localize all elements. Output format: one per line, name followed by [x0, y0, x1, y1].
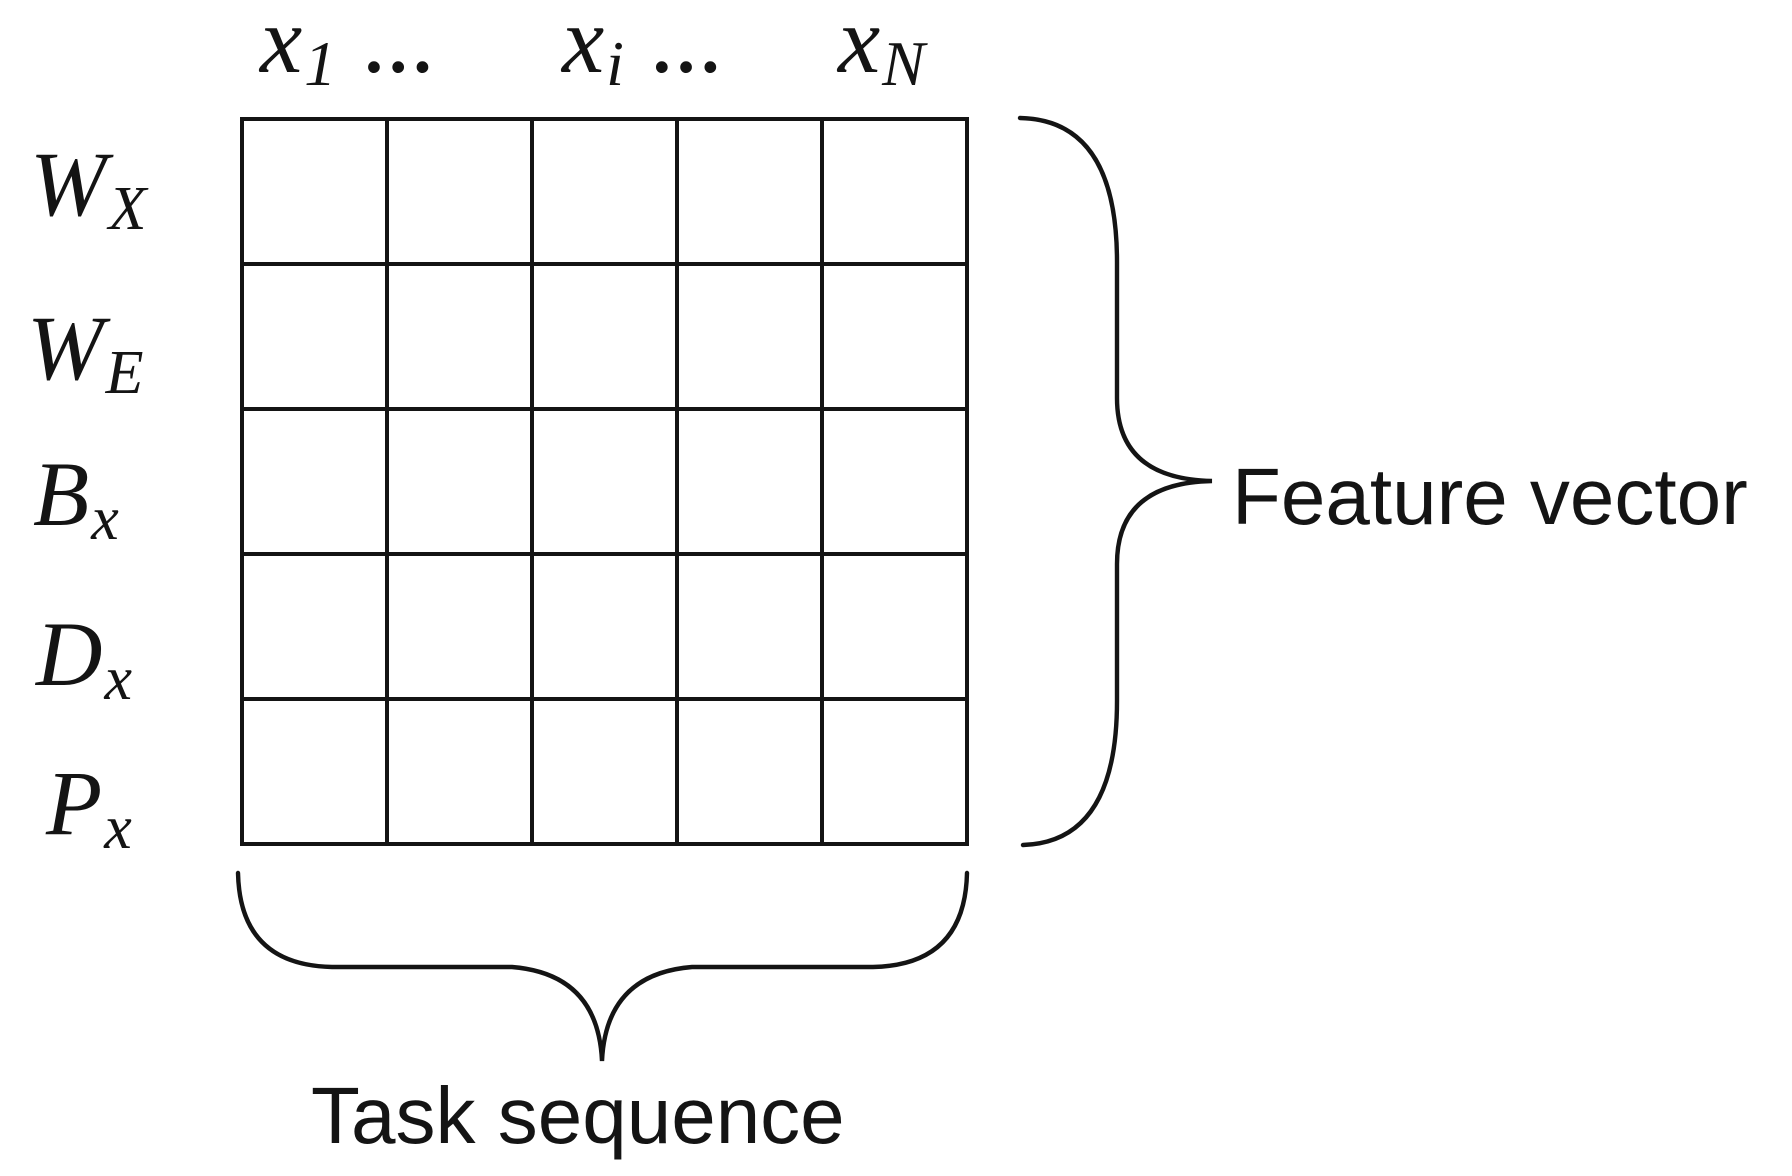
matrix-cell: [532, 409, 677, 554]
matrix-cell: [822, 699, 967, 844]
row-label-px-subscript: x: [104, 793, 132, 862]
column-header-x1-base: x: [260, 0, 303, 93]
matrix-cell: [242, 119, 387, 264]
column-header-xn-base: x: [838, 0, 881, 93]
matrix-cell: [677, 699, 822, 844]
row-label-px-base: P: [46, 752, 103, 854]
matrix-cell: [822, 264, 967, 409]
matrix-cell: [532, 264, 677, 409]
feature-vector-brace: [1017, 115, 1213, 848]
matrix-cell: [387, 699, 532, 844]
matrix-cell: [532, 554, 677, 699]
matrix-cell: [677, 119, 822, 264]
row-label-wx-base: W: [30, 133, 107, 235]
matrix-cell: [532, 119, 677, 264]
row-label-dx-base: D: [36, 603, 103, 705]
row-label-we-subscript: E: [105, 338, 144, 407]
matrix-cell: [822, 409, 967, 554]
matrix-cell: [822, 554, 967, 699]
column-header-xi-base: x: [562, 0, 605, 93]
row-label-bx-base: B: [33, 443, 90, 545]
column-header-x1-ellipsis: …: [362, 8, 434, 88]
column-header-x1-subscript: 1: [304, 27, 337, 99]
matrix-cell: [532, 699, 677, 844]
matrix-cell: [822, 119, 967, 264]
matrix-cell: [242, 409, 387, 554]
column-header-xi-ellipsis: …: [649, 8, 722, 88]
matrix-cell: [677, 554, 822, 699]
column-header-xn-subscript: N: [882, 27, 925, 99]
feature-matrix-grid: [240, 117, 969, 846]
matrix-cell: [387, 119, 532, 264]
row-label-we-base: W: [27, 297, 104, 399]
row-label-bx-subscript: x: [91, 484, 119, 553]
matrix-cell: [677, 409, 822, 554]
matrix-cell: [242, 699, 387, 844]
matrix-cell: [387, 554, 532, 699]
matrix-cell: [677, 264, 822, 409]
task-sequence-label: Task sequence: [311, 1071, 845, 1160]
row-label-wx-subscript: X: [108, 174, 147, 243]
matrix-cell: [242, 554, 387, 699]
matrix-cell: [387, 409, 532, 554]
matrix-cell: [242, 264, 387, 409]
matrix-cell: [387, 264, 532, 409]
task-sequence-brace: [235, 870, 970, 1062]
column-header-xi-subscript: i: [606, 27, 624, 99]
row-label-dx-subscript: x: [104, 644, 132, 713]
feature-vector-label: Feature vector: [1232, 452, 1748, 541]
